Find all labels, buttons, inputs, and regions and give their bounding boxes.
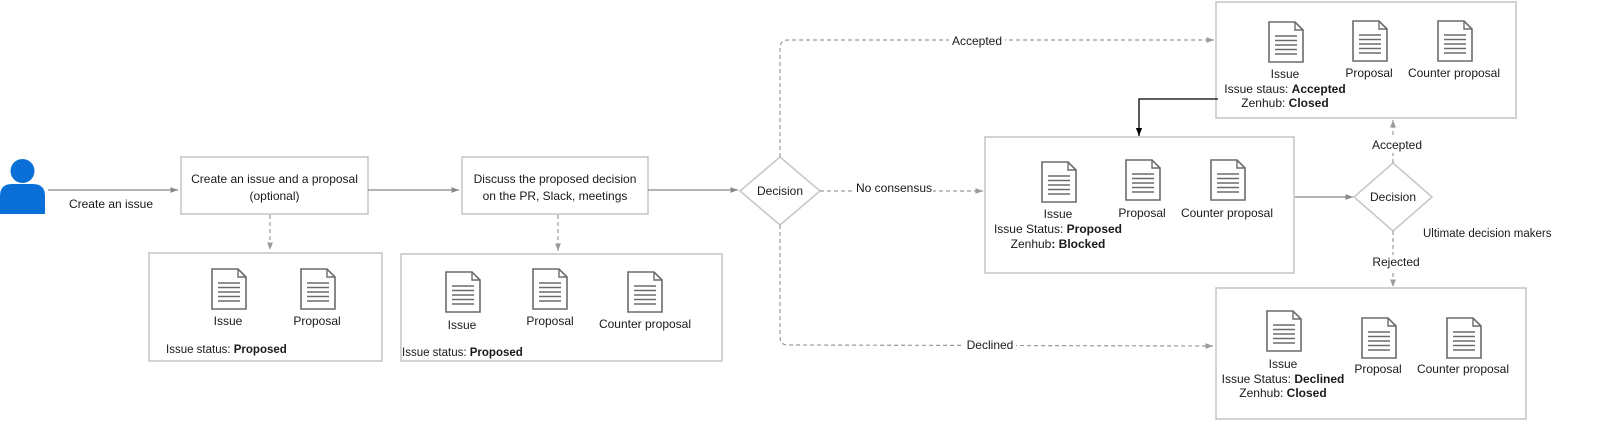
proposal-document-icon — [1361, 317, 1397, 359]
create-issue-process-line2: (optional) — [249, 189, 299, 203]
accepted-doc-label-counter: Counter proposal — [1408, 66, 1500, 80]
rejected-label: Rejected — [1372, 255, 1419, 269]
proposal-document-icon — [1125, 159, 1161, 201]
decision1-label: Decision — [757, 184, 803, 198]
declined-label-bg — [964, 338, 1016, 353]
declined-label: Declined — [967, 338, 1014, 352]
accepted-top-edge — [779, 37, 1214, 157]
step2-status: Issue status: Proposed — [402, 347, 523, 359]
declined-doc-label-counter: Counter proposal — [1417, 362, 1509, 376]
decision2-label: Decision — [1370, 190, 1416, 204]
issue-document-icon — [445, 271, 481, 313]
counter-proposal-document-icon — [627, 271, 663, 313]
create-issue-process-line1: Create an issue and a proposal — [191, 172, 358, 186]
step1-doc-label-issue: Issue — [214, 314, 243, 328]
accepted-doc-label-issue: Issue — [1271, 67, 1300, 81]
discuss-process-line1: Discuss the proposed decision — [474, 172, 637, 186]
counter-proposal-document-icon — [1437, 20, 1473, 62]
accepted-doc-label-proposal: Proposal — [1345, 66, 1392, 80]
declined-edge — [779, 225, 1214, 349]
rejected-label-bg — [1371, 255, 1421, 270]
blocked-status: Issue Status: Proposed — [994, 222, 1122, 236]
accepted-top-label: Accepted — [952, 34, 1002, 48]
blocked-zenhub-status: Zenhub: Blocked — [1011, 237, 1106, 251]
step1-doc-label-proposal: Proposal — [293, 314, 340, 328]
ultimate-decision-makers-label: Ultimate decision makers — [1423, 228, 1552, 240]
create-issue-edge-label: Create an issue — [69, 197, 153, 211]
no-consensus-label: No consensus — [856, 181, 932, 195]
issue-document-icon — [1266, 310, 1302, 352]
declined-zenhub-status: Zenhub: Closed — [1239, 386, 1326, 400]
blocked-state-box — [984, 136, 1295, 274]
issue-document-icon — [1041, 161, 1077, 203]
step1-artifacts-box — [148, 252, 383, 362]
counter-proposal-document-icon — [1446, 317, 1482, 359]
blocked-doc-label-proposal: Proposal — [1118, 206, 1165, 220]
discuss-process-line2: on the PR, Slack, meetings — [483, 189, 628, 203]
step1-status: Issue status: Proposed — [166, 344, 287, 356]
issue-document-icon — [1268, 21, 1304, 63]
proposal-document-icon — [1352, 20, 1388, 62]
create-issue-process-box — [180, 156, 369, 215]
blocked-doc-label-counter: Counter proposal — [1181, 206, 1273, 220]
proposal-document-icon — [300, 268, 336, 310]
accepted-status: Issue staus: Accepted — [1224, 82, 1345, 96]
blocked-doc-label-issue: Issue — [1044, 207, 1073, 221]
user-icon — [0, 159, 45, 214]
accepted-up-label-bg — [1371, 138, 1423, 153]
accepted-zenhub-status: Zenhub: Closed — [1241, 96, 1328, 110]
declined-status: Issue Status: Declined — [1222, 372, 1345, 386]
declined-doc-label-proposal: Proposal — [1354, 362, 1401, 376]
counter-proposal-document-icon — [1210, 159, 1246, 201]
accepted-up-label: Accepted — [1372, 138, 1422, 152]
no-consensus-label-bg — [855, 181, 933, 196]
accepted-top-label-bg — [949, 33, 1005, 48]
issue-document-icon — [211, 268, 247, 310]
declined-doc-label-issue: Issue — [1269, 357, 1298, 371]
discuss-process-box — [461, 156, 649, 215]
step2-doc-label-counter: Counter proposal — [599, 317, 691, 331]
return-to-blocked-edge — [1135, 98, 1218, 136]
step2-doc-label-proposal: Proposal — [526, 314, 573, 328]
step2-doc-label-issue: Issue — [448, 318, 477, 332]
proposal-document-icon — [532, 268, 568, 310]
